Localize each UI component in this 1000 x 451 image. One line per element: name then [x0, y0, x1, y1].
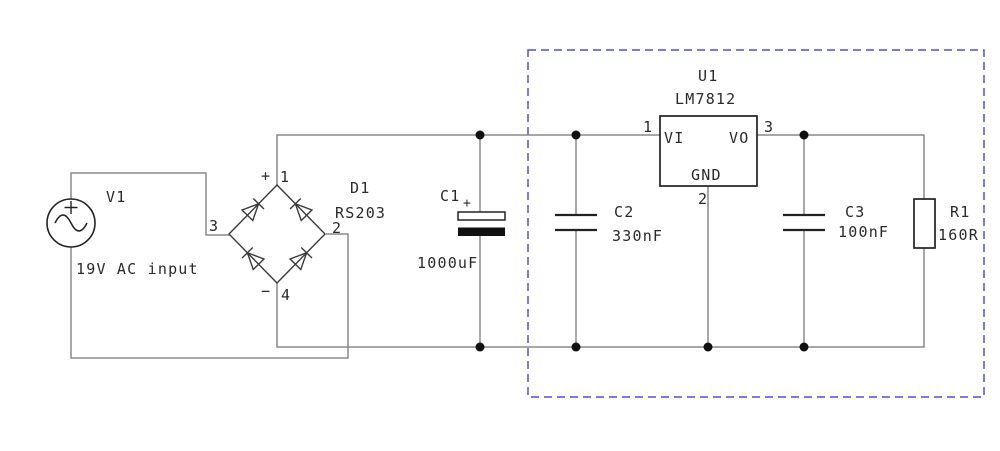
- junction-dot: [571, 342, 581, 352]
- u1-gnd-pin-label: GND: [691, 166, 722, 184]
- u1-pin3-number: 3: [764, 118, 774, 136]
- resistor-r1-body: [913, 198, 936, 249]
- capacitor-c3: [783, 213, 825, 232]
- junction-dot: [703, 342, 713, 352]
- c1-negative-plate: [458, 227, 505, 236]
- u1-vo-pin-label: VO: [729, 129, 749, 147]
- wire-dc-ground-rail: [276, 248, 925, 348]
- wire-dc-positive-right: [757, 134, 925, 199]
- u1-value-label: LM7812: [675, 90, 736, 108]
- u1-reference-label: U1: [698, 67, 718, 85]
- junction-dot: [475, 130, 485, 140]
- c1-reference-label: C1: [440, 187, 460, 205]
- v1-reference-label: V1: [106, 188, 126, 206]
- diode-top-left-icon: [240, 198, 265, 222]
- wire-ac-return: [70, 233, 349, 359]
- wires: [70, 134, 925, 359]
- diode-bottom-right-icon: [288, 247, 313, 271]
- capacitor-c1: [457, 211, 506, 236]
- v1-value-label: 19V AC input: [76, 260, 199, 278]
- regulator-u1-body: [659, 115, 758, 187]
- bridge-diamond: [228, 183, 326, 285]
- capacitor-c2: [555, 213, 597, 232]
- d1-reference-label: D1: [350, 179, 370, 197]
- junction-dot: [799, 342, 809, 352]
- d1-pin3-label: 3: [209, 217, 219, 235]
- diode-bottom-left-icon: [241, 247, 266, 271]
- c3-reference-label: C3: [845, 203, 865, 221]
- diode-top-right-icon: [289, 198, 314, 222]
- d1-pin2-label: 2: [332, 219, 342, 237]
- r1-value-label: 160R: [938, 226, 979, 244]
- junction-dots: [475, 130, 809, 352]
- wire-dc-positive-left: [276, 134, 660, 185]
- d1-value-label: RS203: [335, 204, 386, 222]
- c3-value-label: 100nF: [838, 223, 889, 241]
- regulator-section-highlight-box: [527, 49, 985, 398]
- sine-wave-icon: [54, 214, 88, 232]
- c2-value-label: 330nF: [612, 227, 663, 245]
- d1-plus-label: +: [261, 167, 271, 185]
- c2-reference-label: C2: [614, 203, 634, 221]
- c1-value-label: 1000uF: [417, 254, 478, 272]
- ac-source-v1: [46, 198, 96, 248]
- plus-polarity-mark: [64, 201, 78, 214]
- u1-pin2-number: 2: [698, 190, 708, 208]
- c1-polarity-label: +: [463, 196, 471, 211]
- d1-pin1-label: 1: [280, 168, 290, 186]
- junction-dot: [799, 130, 809, 140]
- r1-reference-label: R1: [950, 203, 970, 221]
- d1-pin4-label: 4: [281, 286, 291, 304]
- c1-positive-plate: [457, 211, 506, 221]
- d1-minus-label: −: [261, 282, 271, 300]
- wire-ac-hot: [70, 172, 230, 236]
- u1-pin1-number: 1: [643, 118, 653, 136]
- u1-vi-pin-label: VI: [664, 129, 684, 147]
- junction-dot: [571, 130, 581, 140]
- junction-dot: [475, 342, 485, 352]
- bridge-rectifier-d1: [228, 183, 326, 285]
